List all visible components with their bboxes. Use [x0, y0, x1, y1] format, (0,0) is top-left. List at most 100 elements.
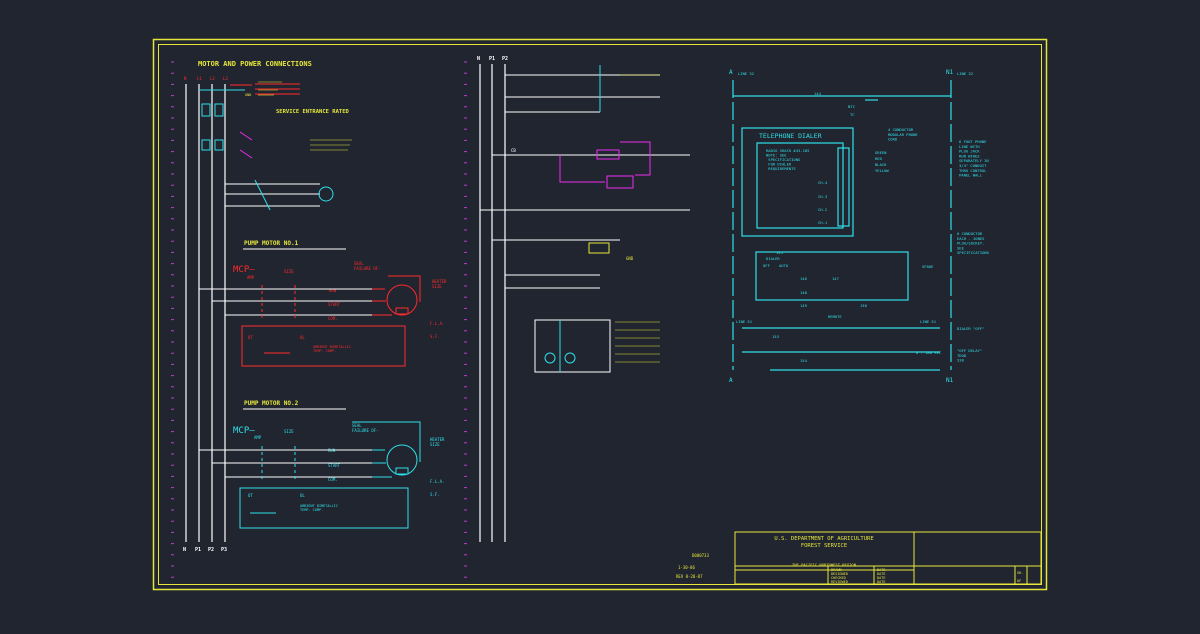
dialer-line32-right: LINE 32: [957, 71, 973, 76]
motor1-size: SIZE: [284, 269, 294, 274]
spare-label: SPARE: [922, 264, 934, 269]
dialer-off: OFF: [763, 263, 771, 268]
agency-name: U.S. DEPARTMENT OF AGRICULTURE: [774, 536, 873, 542]
middle-panel: N P1 P2 CB GND: [477, 56, 690, 542]
motor2-fla: F.L.A.: [430, 479, 444, 484]
date-reviewed: DATE: [877, 580, 885, 584]
motor1-start: START: [328, 302, 341, 307]
dialer-a-top: A: [729, 69, 733, 76]
wire-yellow: YELLOW: [875, 168, 889, 173]
of-label: OF: [1017, 579, 1021, 583]
motor2-mcp: MCP—: [233, 426, 255, 436]
tc-label: TC: [850, 112, 855, 117]
line51-left: LINE 51: [736, 319, 753, 324]
date-checked: DATE: [877, 576, 885, 580]
wire-145: 145: [776, 250, 783, 255]
left-panel: MOTOR AND POWER CONNECTIONS SERVICE ENTR…: [183, 60, 447, 553]
motor1-amp: AMP: [247, 275, 255, 280]
dialer-n1-bottom: N1: [946, 377, 954, 384]
motor2-title: PUMP MOTOR NO.2: [244, 400, 299, 407]
wire-147: 147: [832, 276, 839, 281]
cb-label: CB: [511, 148, 516, 153]
wire-red: RED: [875, 156, 883, 161]
bus-label-n: N: [183, 547, 186, 553]
service-name: FOREST SERVICE: [801, 543, 847, 549]
outer-border: [152, 38, 1048, 591]
left-rail-ticks: [171, 61, 174, 578]
ch-3: CH-3: [818, 194, 827, 199]
motor2-start: START: [328, 463, 341, 468]
ntc-label: NTC: [848, 104, 855, 109]
left-panel-title: MOTOR AND POWER CONNECTIONS: [198, 60, 312, 68]
drawing-date: 1-30-86: [678, 565, 695, 570]
ch-4: CH-4: [818, 180, 828, 185]
bus-label-p2: P2: [208, 547, 214, 553]
dialer-panel: A N1 A N1 LINE 32 LINE 32 TELEPHONE DIAL…: [729, 69, 990, 384]
mid-bus-n: N: [477, 56, 480, 62]
wire-150: 150: [860, 303, 868, 308]
motor2-amp: AMP: [254, 435, 262, 440]
region-name: THE PACIFIC NORTHWEST REGION: [792, 562, 857, 567]
line51-right: LINE 51: [920, 319, 937, 324]
wire-146: 146: [800, 276, 808, 281]
dialer-a-bottom: A: [729, 377, 733, 384]
wire-black: BLACK: [875, 162, 887, 167]
wire-154: 154: [800, 358, 808, 363]
wire-148: 148: [800, 290, 808, 295]
motor1-run: RUN: [329, 288, 337, 293]
wire-149: 149: [800, 303, 808, 308]
svg-text:L3: L3: [223, 76, 228, 81]
row-designed: DESIGNED: [831, 572, 848, 576]
motor1-sf: S.F.: [430, 334, 440, 339]
remote-label: REMOTE: [828, 314, 842, 319]
svg-text:L2: L2: [210, 76, 215, 81]
wire-153: 153: [772, 334, 779, 339]
date-drawn: DATE: [877, 568, 885, 572]
wire-green: GREEN: [875, 150, 887, 155]
middle-rail-ticks: [464, 61, 467, 578]
motor2-ot: OT: [248, 493, 253, 498]
motor2-ol: OL: [300, 493, 305, 498]
motor1-title: PUMP MOTOR NO.1: [244, 240, 299, 247]
gnd-label: GND: [245, 93, 251, 97]
dialer-switch-label: DIALER: [766, 256, 780, 261]
mid-bus-p1: P1: [489, 56, 495, 62]
dialer-n1-top: N1: [946, 69, 954, 76]
row-reviewed: REVIEWED: [831, 580, 848, 584]
motor2-sf: S.F.: [430, 492, 440, 497]
dialer-line32-left: LINE 32: [738, 71, 754, 76]
motor1-ol: OL: [300, 335, 305, 340]
ch-1: CH-1: [818, 220, 828, 225]
dialer-title: TELEPHONE DIALER: [759, 132, 822, 140]
motor1-ot: OT: [248, 335, 253, 340]
motor2-size: SIZE: [284, 429, 294, 434]
dialer-auto: AUTO: [779, 263, 789, 268]
date-designed: DATE: [877, 572, 885, 576]
motor1-com: COM.: [328, 316, 338, 321]
mid-gnd: GND: [626, 256, 634, 261]
bus-label-p1: P1: [195, 547, 201, 553]
row-checked: CHECKED: [831, 576, 846, 580]
motor1-fla: F.L.A.: [430, 321, 444, 326]
motor2-com: COM.: [328, 477, 338, 482]
wire-144: 144: [814, 91, 822, 96]
dialer-off-note: DIALER "OFF": [957, 326, 984, 331]
mid-bus-p2: P2: [502, 56, 508, 62]
timer-label: 0 - 180 SEC: [916, 350, 941, 355]
sheet-label: SH.: [1017, 571, 1023, 575]
motor1-mcp: MCP—: [233, 265, 255, 275]
row-drawn: DRAWN: [831, 568, 842, 572]
